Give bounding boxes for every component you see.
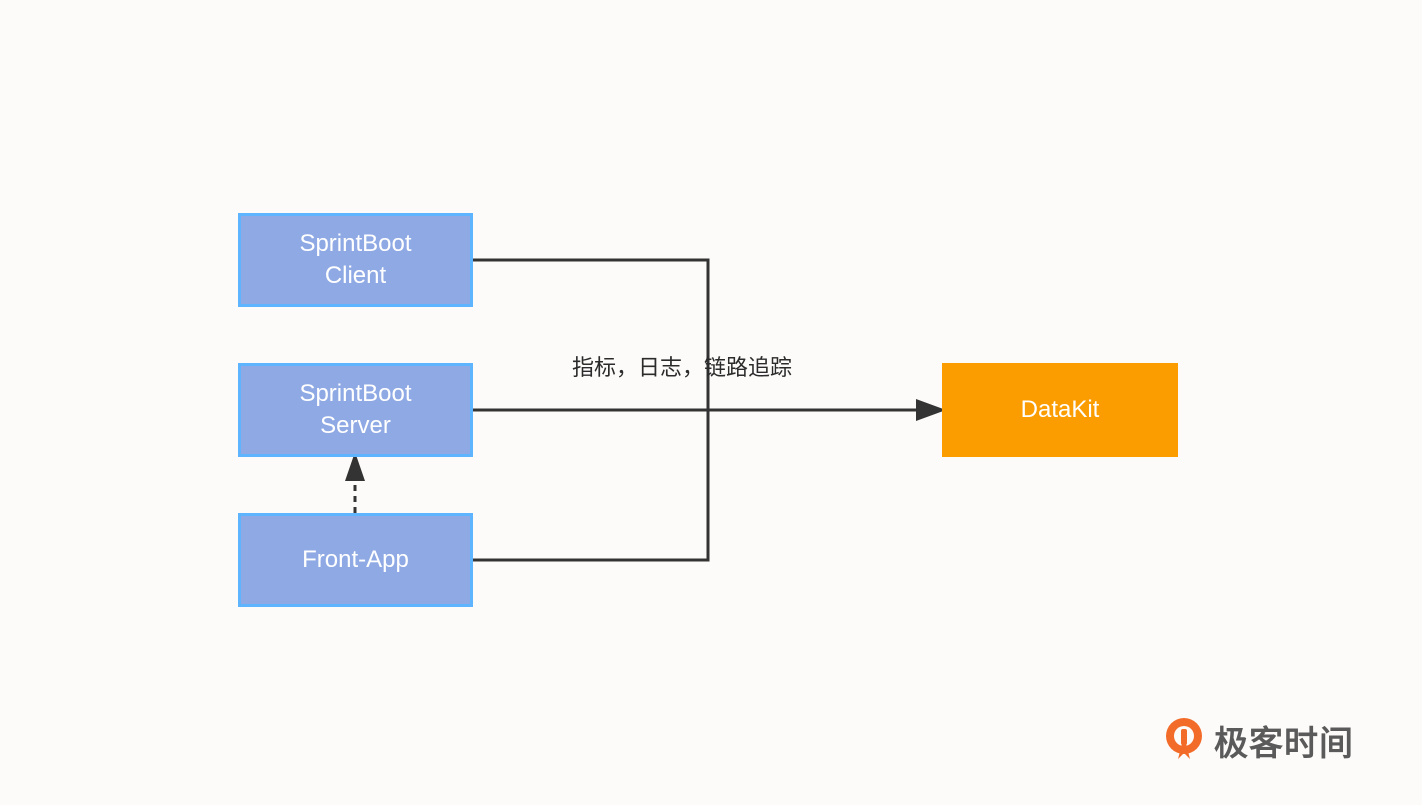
sprintboot-server-label: SprintBoot Server: [299, 380, 412, 439]
front-app-label: Front-App: [302, 546, 409, 573]
datakit-node: DataKit: [942, 363, 1178, 457]
sprintboot-server-node: SprintBoot Server: [238, 363, 473, 457]
edge-label: 指标，日志，链路追踪: [572, 356, 793, 381]
datakit-arrowhead: [916, 399, 946, 421]
geektime-logo-icon: [1166, 718, 1202, 759]
logo-text: 极客时间: [1214, 723, 1354, 764]
front-app-node: Front-App: [238, 513, 473, 607]
server-arrowhead: [345, 452, 365, 481]
sprintboot-client-node: SprintBoot Client: [238, 213, 473, 307]
geektime-logo: 极客时间: [1162, 712, 1354, 768]
sprintboot-client-label: SprintBoot Client: [299, 230, 412, 289]
datakit-label: DataKit: [1020, 396, 1100, 423]
